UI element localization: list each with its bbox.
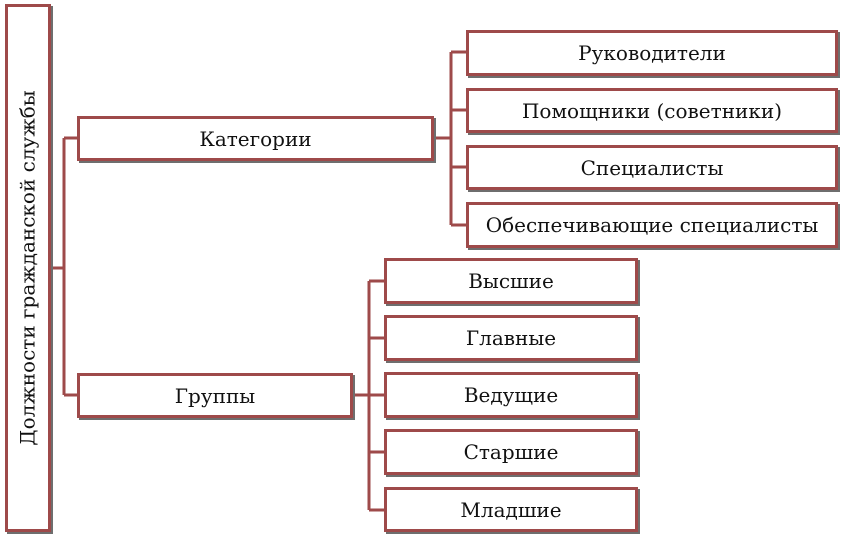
category-item: Руководители	[466, 30, 838, 76]
group-item-label: Ведущие	[463, 383, 559, 407]
group-node: Группы	[77, 373, 353, 418]
group-item-label: Главные	[465, 326, 557, 350]
category-node-label: Категории	[199, 126, 312, 151]
category-item: Обеспечивающие специалисты	[466, 202, 838, 248]
category-node: Категории	[77, 116, 434, 161]
group-item-label: Высшие	[468, 269, 554, 293]
category-item-label: Специалисты	[580, 155, 724, 180]
group-item: Младшие	[384, 487, 638, 532]
group-item: Высшие	[384, 258, 638, 304]
group-item: Старшие	[384, 429, 638, 475]
connector-groups	[353, 279, 384, 512]
root-box: Должности гражданской службы	[5, 4, 51, 532]
connector-root-trunk	[51, 136, 77, 397]
category-item-label: Помощники (советники)	[521, 98, 783, 123]
category-item-label: Обеспечивающие специалисты	[485, 213, 819, 237]
root-label: Должности гражданской службы	[16, 90, 40, 446]
category-item-label: Руководители	[578, 41, 726, 65]
group-item: Ведущие	[384, 372, 638, 418]
group-node-label: Группы	[174, 383, 256, 408]
category-item: Специалисты	[466, 145, 838, 190]
group-item-label: Младшие	[460, 497, 562, 522]
group-item-label: Старшие	[463, 440, 559, 464]
connector-categories	[434, 50, 466, 227]
category-item: Помощники (советники)	[466, 88, 838, 133]
group-item: Главные	[384, 315, 638, 361]
